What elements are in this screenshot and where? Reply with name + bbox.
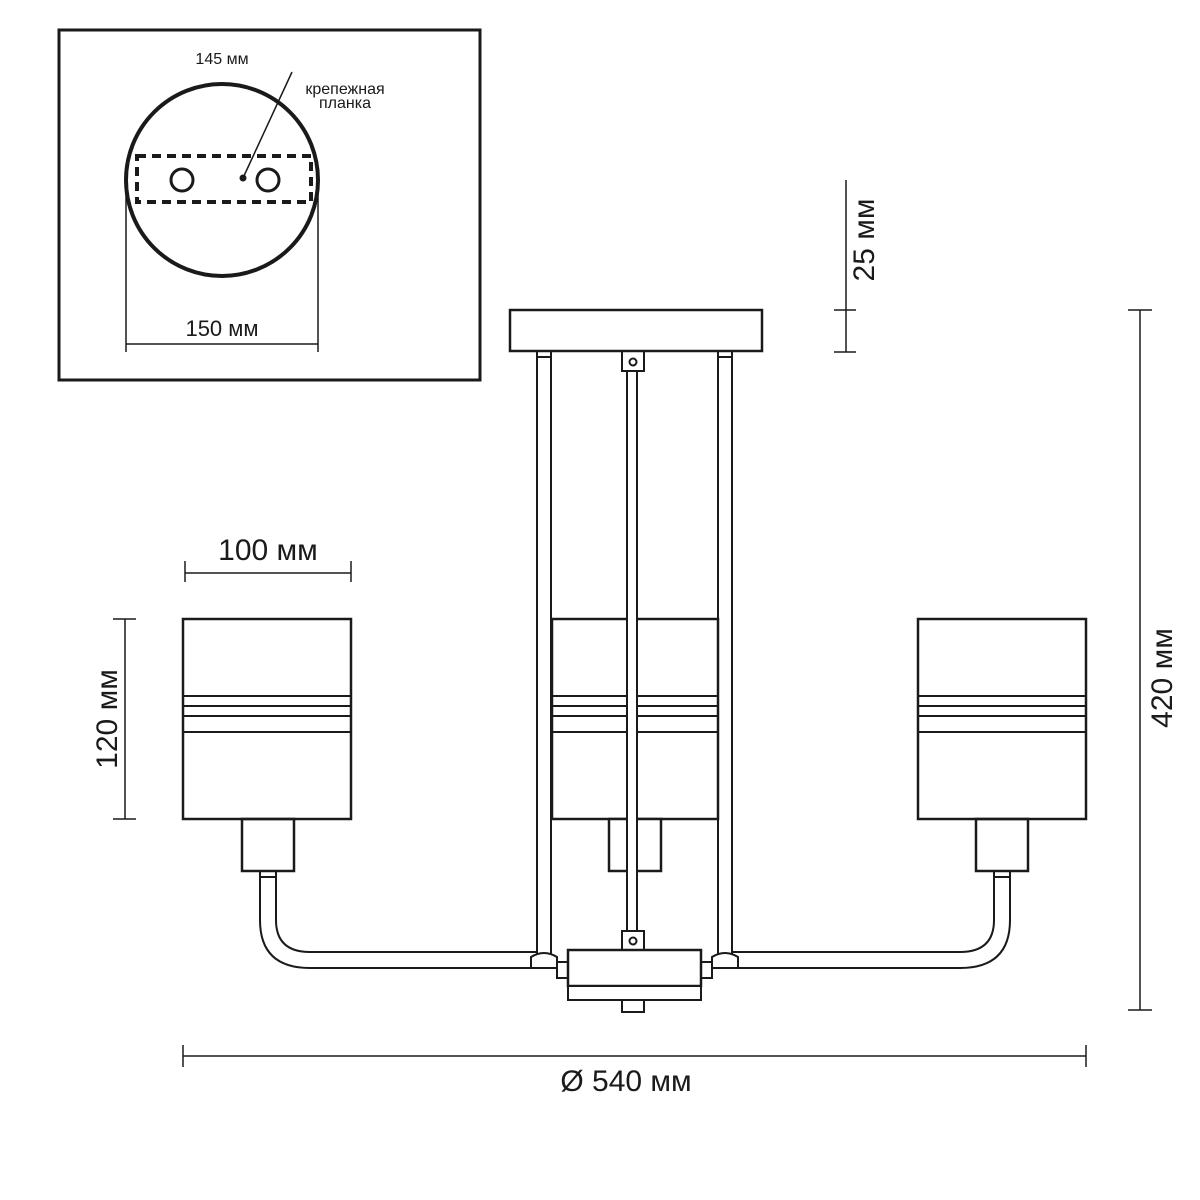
bracket-leader-line [242,71,293,179]
socket-right [974,817,1030,873]
socket-left [240,817,296,873]
center-rod-front [626,370,638,932]
bracket-size-label: 145 мм [195,51,248,68]
hub-body [566,948,703,988]
central-hub [530,948,739,1013]
center-rod-top-pin [628,357,638,367]
mounting-bracket-outline [135,154,313,204]
arm-left-outer [259,877,537,969]
dimension-labels: 25 мм 420 мм 100 мм 120 мм Ø 540 мм [91,199,1179,1098]
hub-finial [621,999,645,1013]
arm-right-inner [732,877,995,953]
socket-neck-right [993,870,1011,878]
mounting-hole-right [255,167,281,193]
lamp-right [732,617,1088,969]
support-rod-left [536,356,552,958]
center-rod-bottom-lug [621,930,645,952]
bracket-label-line1: крепежная [305,81,384,98]
lamp-left [181,617,537,969]
arm-right-outer [732,877,1011,969]
diameter-label: Ø 540 мм [560,1065,691,1098]
mounting-inset: 145 мм крепежная планка 150 мм [57,28,482,382]
shade-left [181,617,353,821]
support-rod-right [717,356,733,958]
socket-neck-left [259,870,277,878]
center-rod-top-lug [621,350,645,372]
hub-base [567,985,702,1001]
lamp-center [550,370,720,952]
canopy-plan-circle [124,82,320,278]
shade-height-label: 120 мм [91,669,124,769]
shade-width-label: 100 мм [218,534,318,567]
mounting-hole-left [169,167,195,193]
bracket-label-line2: планка [319,95,371,112]
arm-left-inner [275,877,537,953]
inset-frame [57,28,482,382]
shade-right [916,617,1088,821]
rod-foot-right [711,952,739,969]
rod-foot-left [530,952,558,969]
total-height-label: 420 мм [1146,628,1179,728]
canopy-height-label: 25 мм [848,199,881,282]
center-rod-bottom-pin [628,936,638,946]
canopy-diameter-label: 150 мм [185,316,258,341]
dimension-lines [113,180,1152,1067]
ceiling-canopy [508,308,764,353]
